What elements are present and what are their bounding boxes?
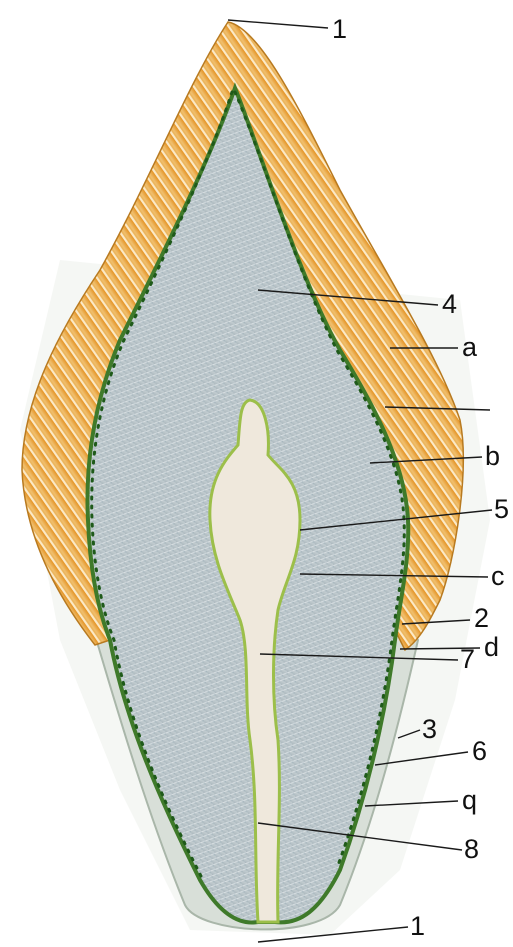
label-c: c	[491, 561, 505, 591]
label-1-top: 1	[332, 14, 347, 44]
label-a: a	[462, 332, 478, 362]
label-2: 2	[474, 603, 489, 633]
label-5: 5	[494, 494, 509, 524]
label-b: b	[485, 441, 500, 471]
label-d: d	[484, 632, 499, 662]
label-8: 8	[464, 834, 479, 864]
label-7: 7	[460, 644, 475, 674]
label-6: 6	[472, 736, 487, 766]
label-3: 3	[422, 714, 437, 744]
label-q: q	[462, 785, 477, 815]
label-1-bottom: 1	[410, 911, 425, 941]
label-4: 4	[442, 289, 457, 319]
leader-1-top	[228, 20, 328, 28]
